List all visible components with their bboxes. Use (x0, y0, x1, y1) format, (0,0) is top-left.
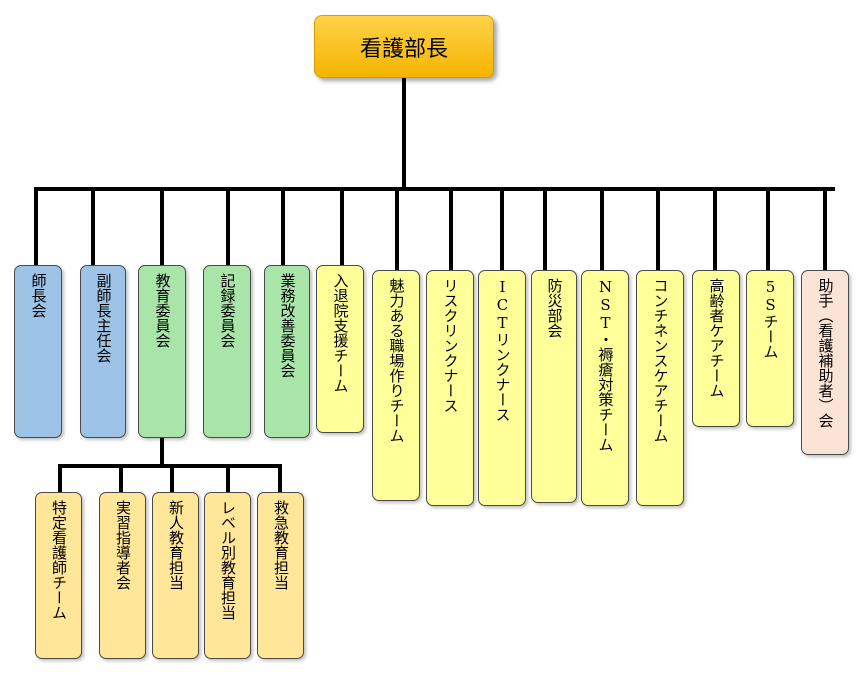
committee-label: 高齢者ケアチーム (707, 278, 726, 398)
connector-line (34, 187, 835, 191)
committee-label: 業務改善委員会 (278, 273, 297, 378)
education-subteam-label: 救急教育担当 (272, 500, 290, 590)
committee-node: コンチネンスケアチーム (636, 270, 684, 506)
connector-line (226, 187, 230, 267)
connector-line (278, 464, 282, 494)
committee-node: 防災部会 (531, 270, 577, 503)
connector-line (340, 187, 344, 267)
connector-line (226, 464, 230, 494)
connector-line (823, 187, 827, 272)
committee-label: 5Sチーム (761, 278, 780, 359)
connector-line (543, 187, 547, 272)
committee-node: 高齢者ケアチーム (692, 270, 740, 427)
committee-label: 師長会 (29, 273, 48, 318)
connector-line (170, 464, 174, 494)
committee-node: 入退院支援チーム (316, 265, 364, 433)
committee-label: 入退院支援チーム (331, 273, 350, 393)
nursing-director-node: 看護部長 (314, 15, 494, 78)
committee-node: ICTリンクナース (478, 270, 526, 506)
connector-line (449, 187, 453, 272)
connector-line (160, 187, 164, 267)
committee-node: リスクリンクナース (426, 270, 474, 506)
connector-line (402, 78, 406, 190)
connector-line (713, 187, 717, 272)
committee-label: 副師長主任会 (94, 273, 113, 363)
committee-node: 5Sチーム (746, 270, 794, 427)
committee-label: NST・褥瘡対策チーム (596, 278, 615, 452)
connector-line (395, 187, 399, 272)
committee-node: 魅力ある職場作りチーム (372, 270, 420, 501)
education-subteam-node: 実習指導者会 (99, 492, 146, 659)
committee-label: 防災部会 (545, 278, 564, 338)
committee-node: 助手（看護補助者）会 (801, 270, 849, 455)
education-subteam-label: 実習指導者会 (114, 500, 132, 590)
committee-label: 助手（看護補助者）会 (816, 278, 835, 428)
education-subteam-label: 特定看護師チーム (50, 500, 68, 620)
connector-line (766, 187, 770, 272)
committee-node: 教育委員会 (138, 265, 186, 438)
connector-line (34, 187, 38, 267)
education-subteam-node: レベル別教育担当 (204, 492, 251, 659)
connector-line (119, 464, 123, 494)
committee-node: 記録委員会 (203, 265, 251, 438)
connector-line (91, 187, 95, 267)
education-subteam-node: 救急教育担当 (257, 492, 304, 659)
committee-label: 魅力ある職場作りチーム (387, 278, 406, 443)
committee-label: コンチネンスケアチーム (651, 278, 670, 443)
committee-node: 副師長主任会 (80, 265, 126, 438)
connector-line (656, 187, 660, 272)
connector-line (500, 187, 504, 272)
committee-node: NST・褥瘡対策チーム (581, 270, 629, 506)
connector-line (58, 464, 62, 494)
committee-label: ICTリンクナース (493, 278, 512, 422)
nursing-director-label: 看護部長 (359, 36, 448, 62)
education-subteam-node: 新人教育担当 (152, 492, 199, 659)
committee-label: リスクリンクナース (441, 278, 460, 413)
connector-line (160, 437, 164, 467)
connector-line (281, 187, 285, 267)
committee-label: 教育委員会 (153, 273, 172, 348)
committee-label: 記録委員会 (218, 273, 237, 348)
education-subteam-node: 特定看護師チーム (35, 492, 82, 659)
education-subteam-label: 新人教育担当 (167, 500, 185, 590)
education-subteam-label: レベル別教育担当 (219, 500, 237, 620)
connector-line (600, 187, 604, 272)
committee-node: 師長会 (14, 265, 62, 438)
committee-node: 業務改善委員会 (264, 265, 310, 438)
